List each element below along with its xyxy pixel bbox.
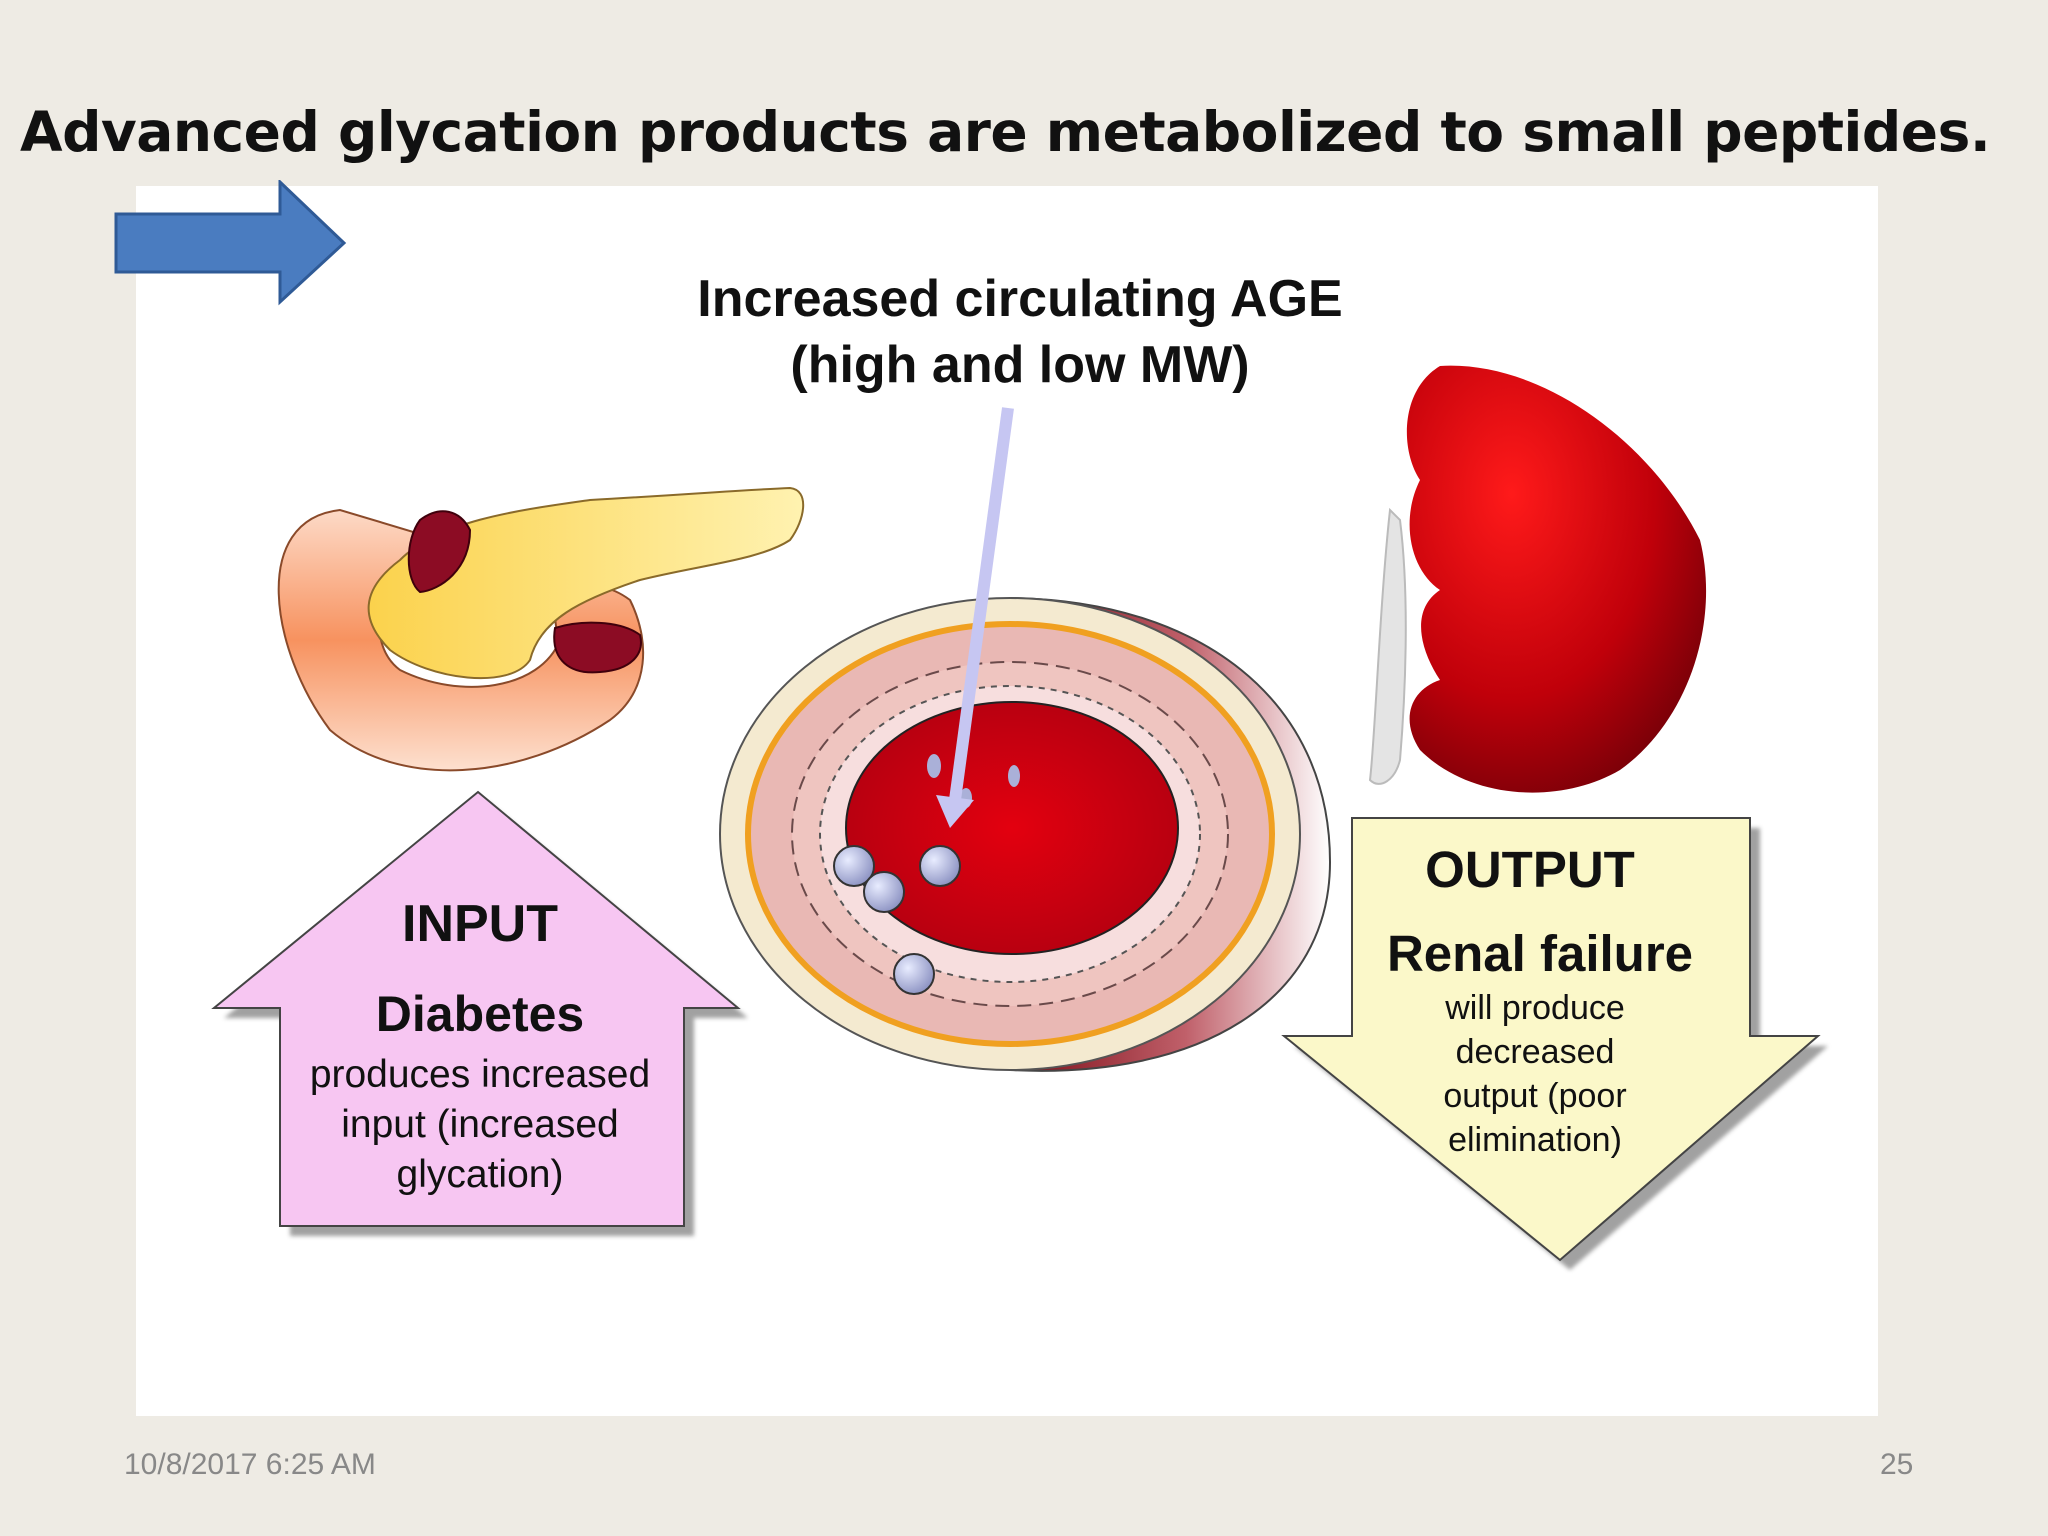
output-title: OUTPUT: [1425, 841, 1635, 898]
pancreas-illustration: [277, 486, 805, 772]
input-body-line: glycation): [396, 1153, 564, 1196]
age-pointer-arrow: [936, 407, 1014, 828]
age-label-line2: (high and low MW): [790, 336, 1250, 394]
input-subtitle: Diabetes: [375, 986, 585, 1042]
input-body-line: input (increased: [341, 1103, 619, 1146]
age-label: Increased circulating AGE (high and low …: [560, 266, 1480, 398]
input-body: produces increased input (increased glyc…: [220, 1050, 740, 1200]
input-body-line: produces increased: [309, 1053, 651, 1096]
slide-title: Advanced glycation products are metaboli…: [20, 100, 1991, 164]
output-body: will produce decreased output (poor elim…: [1380, 986, 1690, 1162]
output-arrow-shape: [1281, 817, 1821, 1262]
kidney-illustration: [1368, 365, 1707, 793]
slide-page-number: 25: [1880, 1448, 1914, 1481]
next-arrow-icon[interactable]: [114, 180, 354, 306]
output-body-line: will produce: [1445, 989, 1625, 1027]
slide-date: 10/8/2017 6:25 AM: [124, 1448, 376, 1481]
output-body-line: output (poor: [1443, 1077, 1627, 1115]
age-label-line1: Increased circulating AGE: [697, 270, 1343, 328]
blood-vessel-illustration: [719, 596, 1332, 1072]
input-arrow-shape: [211, 790, 741, 1227]
output-body-line: decreased: [1455, 1033, 1615, 1071]
output-subtitle: Renal failure: [1386, 925, 1694, 982]
output-body-line: elimination): [1448, 1121, 1622, 1159]
input-title: INPUT: [402, 895, 558, 953]
